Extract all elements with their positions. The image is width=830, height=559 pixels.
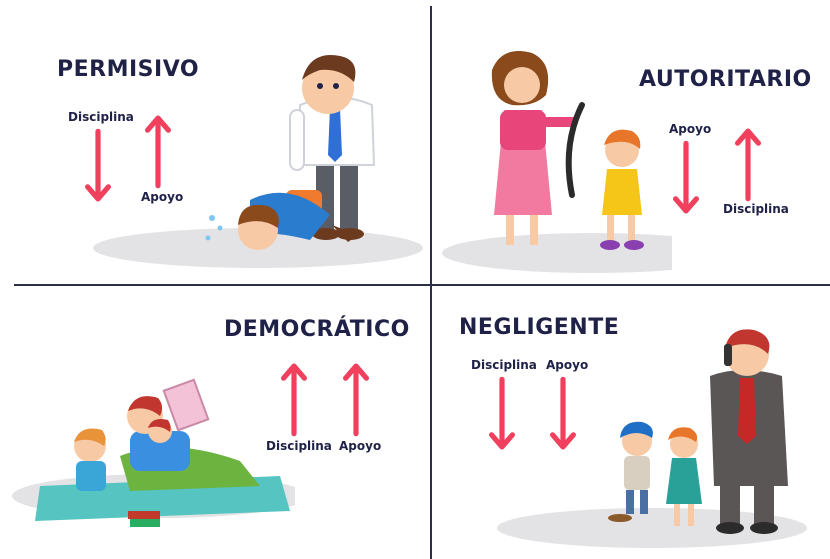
apoyo-label: Apoyo: [141, 190, 184, 204]
disciplina-label: Disciplina: [266, 439, 332, 453]
disciplina-label: Disciplina: [723, 202, 789, 216]
quadrant-title: DEMOCRÁTICO: [224, 317, 410, 342]
quadrant-title: NEGLIGENTE: [459, 315, 620, 340]
authoritarian-parent-child-illustration: [442, 51, 672, 273]
apoyo-label: Apoyo: [339, 439, 382, 453]
disciplina-label: Disciplina: [471, 358, 537, 372]
quadrant-permisivo: PERMISIVO Disciplina Apoyo: [0, 0, 430, 284]
democratic-parent-children-illustration: [12, 378, 295, 527]
quadrant-title: AUTORITARIO: [639, 67, 812, 92]
apoyo-arrow-down-icon: [673, 140, 699, 216]
horizontal-divider: [14, 284, 830, 286]
quadrant-negligente: NEGLIGENTE Disciplina Apoyo: [432, 286, 830, 559]
quadrant-democratico: DEMOCRÁTICO Disciplina Apoyo: [0, 286, 430, 559]
apoyo-label: Apoyo: [546, 358, 589, 372]
disciplina-label: Disciplina: [68, 110, 134, 124]
apoyo-label: Apoyo: [669, 122, 712, 136]
apoyo-arrow-up-icon: [343, 361, 369, 437]
quadrant-title: PERMISIVO: [57, 57, 200, 82]
permissive-parent-child-illustration: [93, 55, 423, 268]
neglectful-parent-children-illustration: [497, 329, 807, 548]
vertical-divider: [430, 6, 432, 559]
disciplina-arrow-up-icon: [735, 126, 761, 202]
quadrant-autoritario: AUTORITARIO Apoyo Disciplina: [432, 0, 830, 284]
